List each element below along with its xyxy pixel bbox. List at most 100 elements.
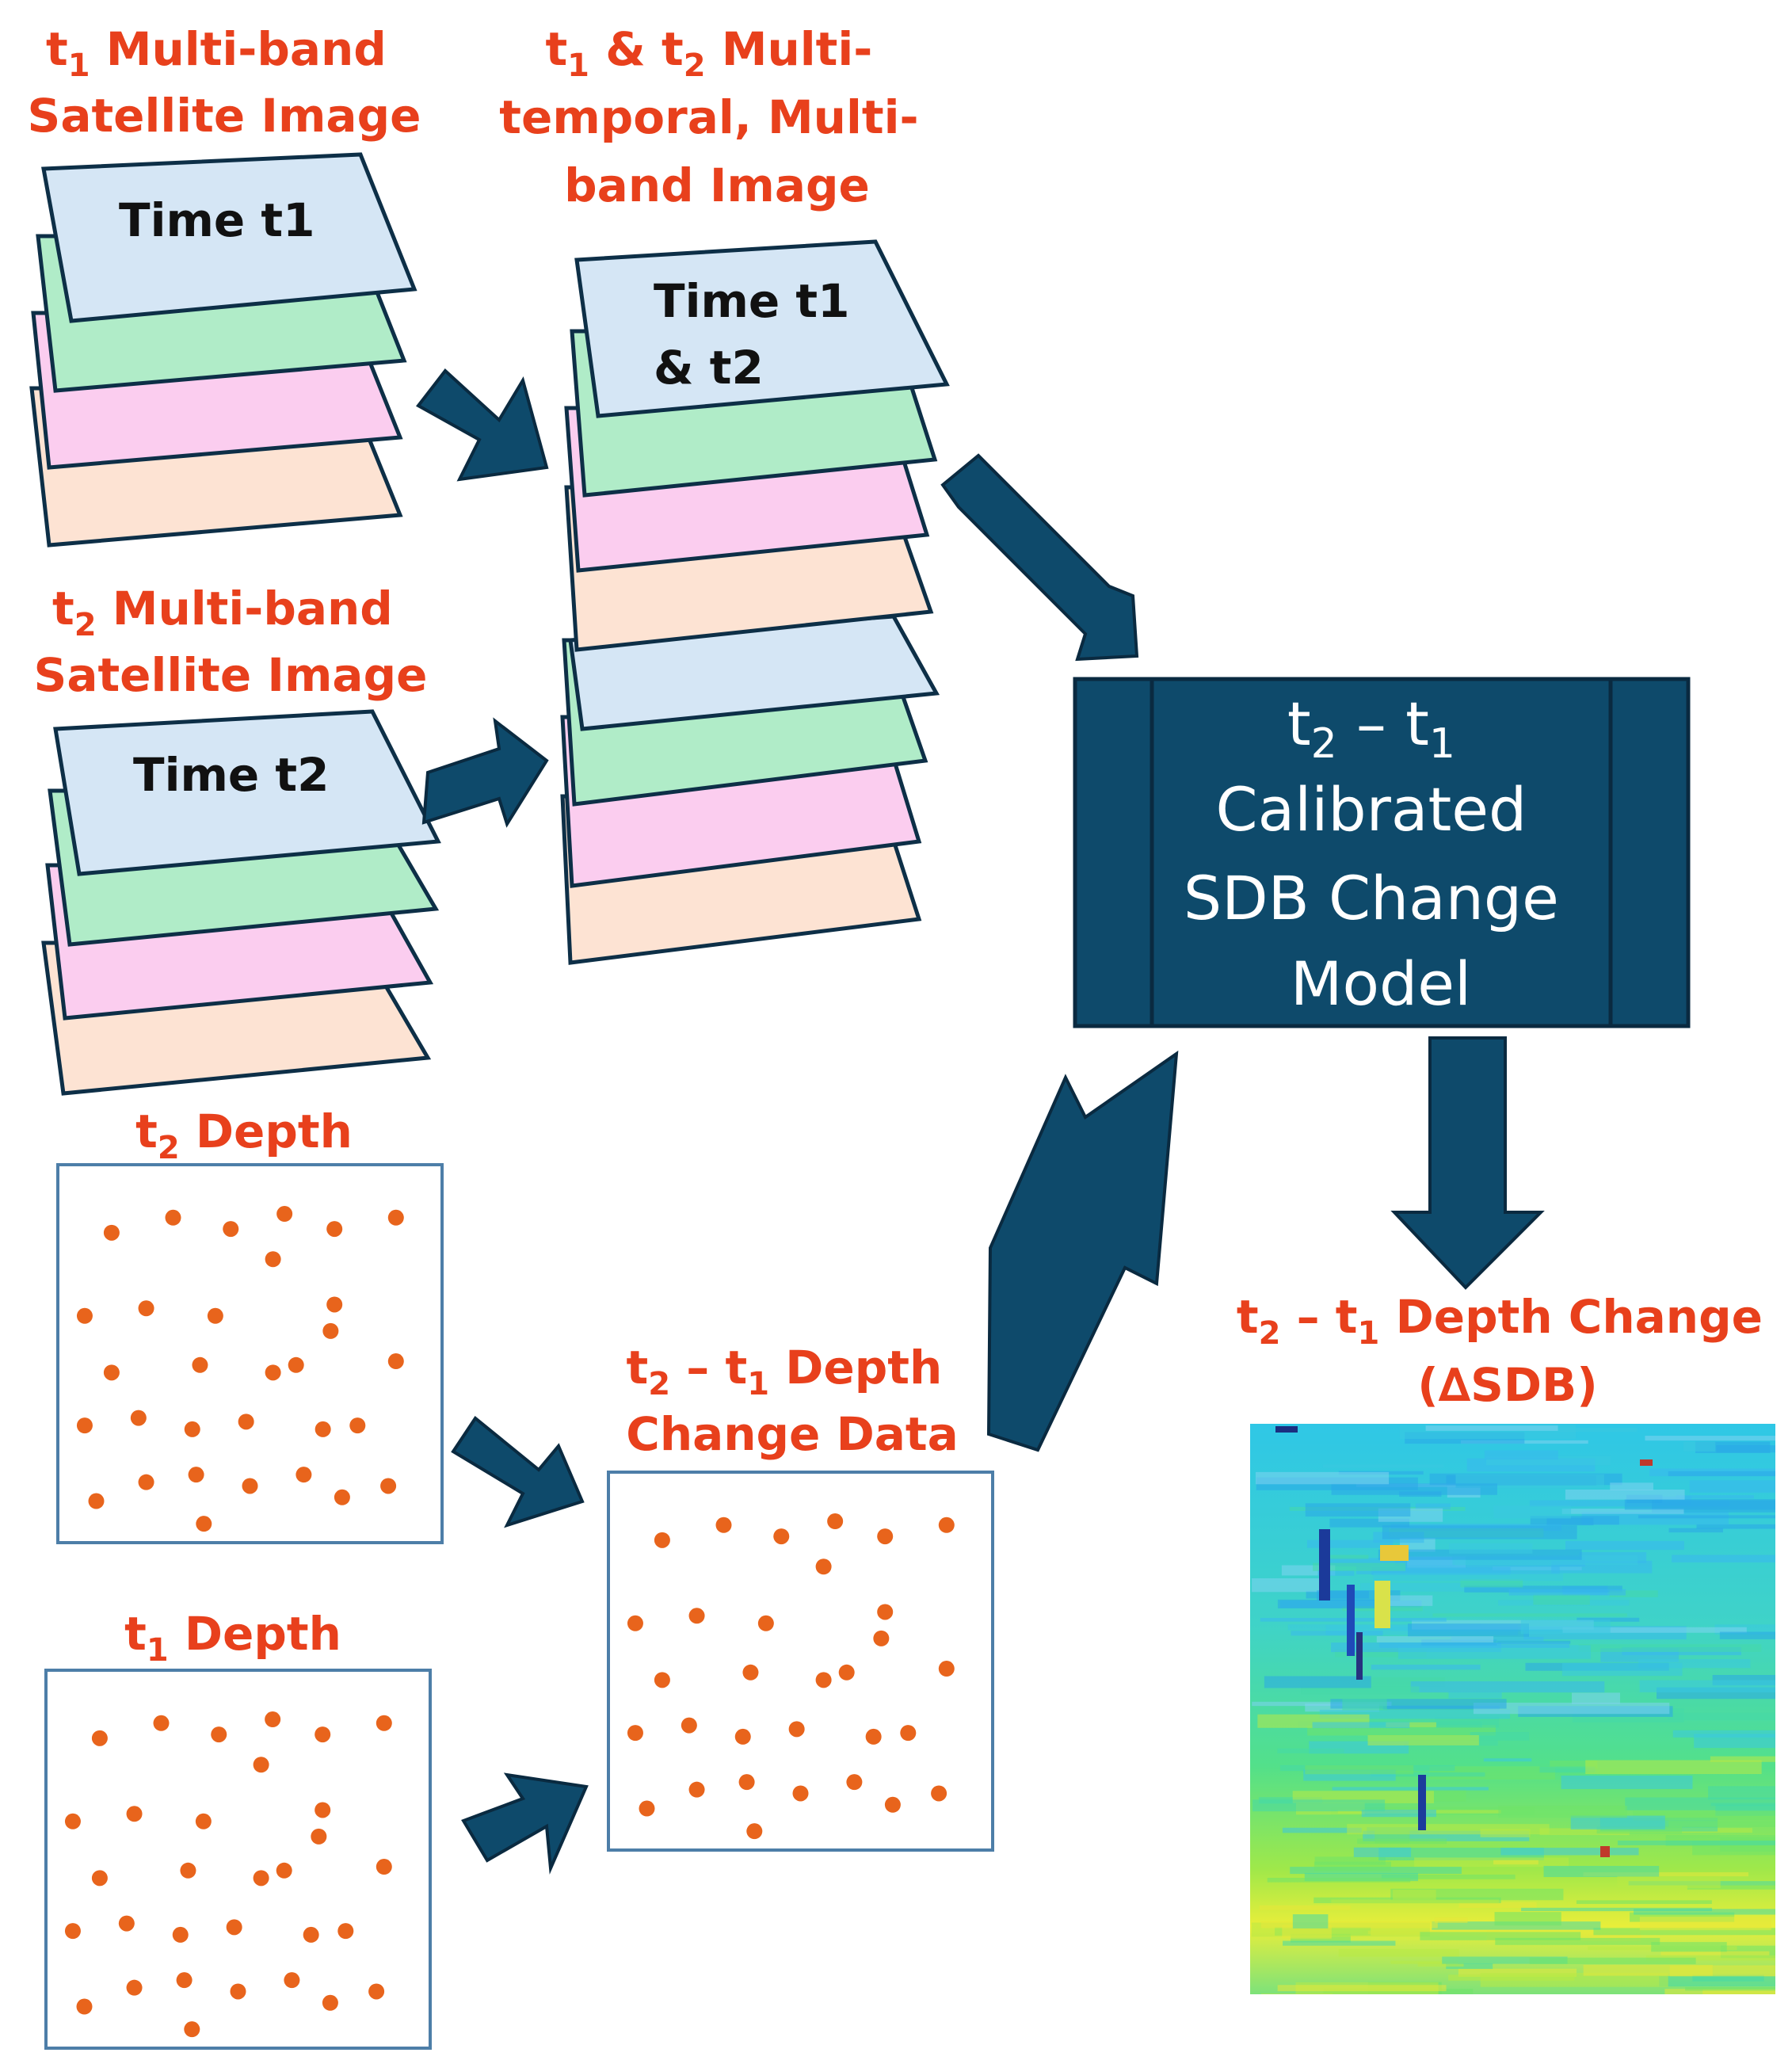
heatmap-streak xyxy=(1543,1865,1660,1878)
depth-point xyxy=(138,1474,154,1490)
depth-point xyxy=(387,1209,404,1226)
heatmap-streak xyxy=(1610,1482,1653,1490)
t1-band-1 xyxy=(41,152,417,323)
heatmap-streak xyxy=(1338,1948,1459,1957)
depth-point xyxy=(242,1478,258,1494)
depth-point xyxy=(76,1998,93,2015)
depth-point xyxy=(303,1926,319,1943)
depth-point xyxy=(138,1300,154,1317)
heatmap-streak xyxy=(1716,1445,1775,1453)
heatmap-streak xyxy=(1638,1659,1751,1669)
heatmap-streak xyxy=(1576,1900,1712,1904)
heatmap-streak xyxy=(1331,1483,1497,1495)
depth-point xyxy=(265,1251,281,1268)
t1-band-stack: Time t1 xyxy=(29,152,417,547)
depth-point xyxy=(873,1630,890,1646)
depth-point xyxy=(827,1513,844,1530)
heatmap-streak xyxy=(1332,1787,1489,1791)
t2-depth-label: t2 Depth xyxy=(135,1104,353,1166)
heatmap-streak xyxy=(1710,1756,1775,1762)
heatmap-streak xyxy=(1361,1810,1436,1818)
depth-point xyxy=(223,1221,239,1238)
heatmap-streak xyxy=(1353,1847,1412,1857)
depth-point xyxy=(788,1721,805,1738)
heatmap-streak xyxy=(1313,1861,1391,1871)
t2-band-1 xyxy=(53,709,441,876)
arrow-t1depth-to-change xyxy=(461,1772,589,1875)
heatmap-streak xyxy=(1379,1642,1570,1648)
depth-point xyxy=(938,1517,955,1533)
heatmap-streak xyxy=(1528,1428,1638,1433)
heatmap-streak xyxy=(1483,1758,1532,1762)
change-data-points xyxy=(627,1513,955,1840)
heatmap-streak xyxy=(1432,1613,1627,1617)
heatmap-streak xyxy=(1521,1907,1713,1912)
heatmap-streak xyxy=(1493,1505,1572,1519)
heatmap-streak xyxy=(1330,1555,1369,1559)
heatmap-streak xyxy=(1672,1555,1775,1562)
depth-point xyxy=(165,1209,181,1226)
heatmap-streak xyxy=(1687,1885,1775,1890)
heatmap-streak xyxy=(1399,1491,1442,1497)
heatmap-streak xyxy=(1277,1599,1375,1609)
depth-point xyxy=(126,1979,143,1996)
depth-point xyxy=(931,1785,947,1802)
heatmap-streak xyxy=(1267,1878,1411,1883)
depth-point xyxy=(118,1915,135,1932)
depth-point xyxy=(288,1356,304,1373)
heatmap-streak xyxy=(1446,1963,1493,1970)
depth-point xyxy=(900,1725,917,1742)
heatmap-streak xyxy=(1668,1821,1775,1827)
heatmap-streak xyxy=(1434,1917,1468,1923)
heatmap-streak xyxy=(1282,1827,1362,1833)
heatmap-feature xyxy=(1356,1632,1363,1680)
depth-point xyxy=(838,1664,855,1681)
depth-point xyxy=(715,1517,732,1533)
heatmap-streak xyxy=(1451,1636,1544,1642)
heatmap-streak xyxy=(1596,1826,1683,1834)
heatmap-streak xyxy=(1329,1518,1410,1528)
heatmap-feature xyxy=(1600,1846,1610,1857)
heatmap-streak xyxy=(1367,1734,1479,1745)
heatmap-streak xyxy=(1314,1856,1386,1865)
heatmap-streak xyxy=(1676,1495,1754,1499)
heatmap-streak xyxy=(1397,1645,1591,1659)
heatmap-streak xyxy=(1331,1899,1499,1904)
heatmap-streak xyxy=(1570,1815,1665,1829)
depth-point xyxy=(654,1532,670,1548)
heatmap-streak xyxy=(1639,1917,1771,1931)
depth-point xyxy=(126,1806,143,1822)
depth-point xyxy=(757,1615,774,1631)
heatmap-streak xyxy=(1530,1516,1619,1525)
depth-point xyxy=(188,1467,204,1483)
heatmap-streak xyxy=(1668,1528,1723,1533)
combined-band-stack: Time t1 & t2 xyxy=(560,239,950,965)
depth-point xyxy=(315,1726,331,1743)
heatmap-streak xyxy=(1617,1841,1775,1845)
heatmap-streak xyxy=(1585,1760,1762,1775)
heatmap-streak xyxy=(1252,1799,1386,1812)
heatmap-streak xyxy=(1432,1921,1601,1930)
heatmap-streak xyxy=(1373,1573,1564,1581)
depth-point xyxy=(276,1206,293,1223)
heatmap-streak xyxy=(1381,1874,1516,1879)
heatmap-streak xyxy=(1583,1964,1713,1976)
heatmap-streak xyxy=(1708,1786,1775,1800)
t1-stack-label: Time t1 xyxy=(119,193,315,247)
depth-point xyxy=(738,1774,755,1791)
depth-point xyxy=(846,1774,863,1791)
depth-point xyxy=(884,1796,901,1813)
depth-point xyxy=(211,1726,227,1743)
depth-point xyxy=(688,1608,705,1624)
heatmap-streak xyxy=(1645,1955,1775,1961)
heatmap-streak xyxy=(1473,1702,1670,1715)
heatmap-feature xyxy=(1640,1459,1653,1466)
depth-point xyxy=(337,1923,354,1940)
heatmap-streak xyxy=(1390,1595,1433,1606)
heatmap-streak xyxy=(1335,1649,1427,1658)
heatmap-feature xyxy=(1347,1585,1355,1656)
heatmap-streak xyxy=(1442,1956,1568,1964)
depth-point xyxy=(64,1813,81,1829)
depth-point xyxy=(238,1414,254,1430)
heatmap-streak xyxy=(1497,1640,1571,1644)
